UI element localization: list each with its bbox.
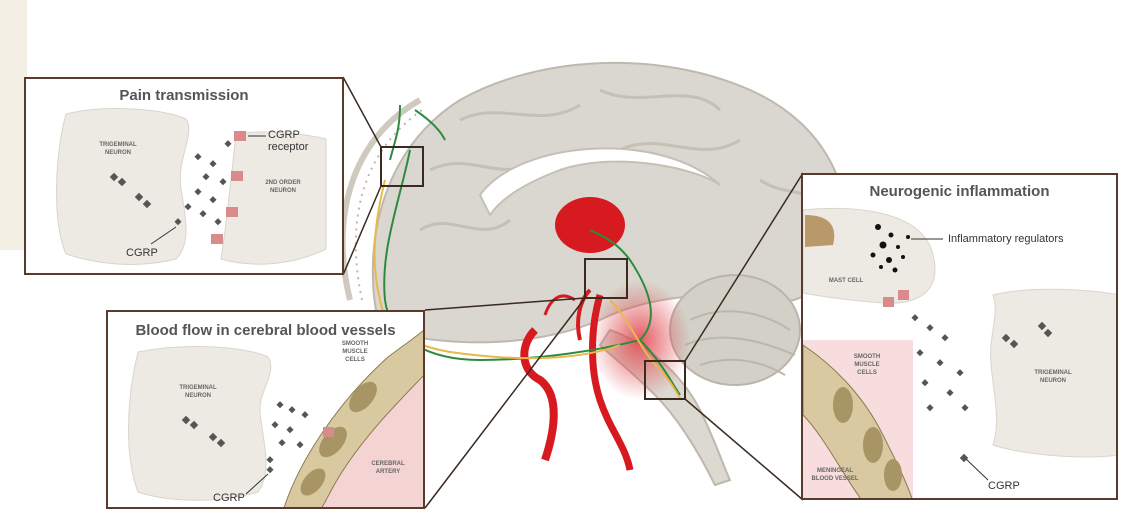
- pain-cgrp-label: CGRP: [126, 247, 158, 259]
- meningeal-vessel-label: MENINGEAL BLOOD VESSEL: [811, 467, 859, 483]
- blood-panel-graphic: [108, 312, 425, 509]
- blood-panel-title: Blood flow in cerebral blood vessels: [108, 322, 423, 339]
- blood-cgrp-label: CGRP: [213, 492, 245, 504]
- neuro-panel-graphic: [803, 175, 1118, 500]
- blood-trigeminal-label: TRIGEMINAL NEURON: [168, 384, 228, 400]
- neuro-panel-title: Neurogenic inflammation: [803, 183, 1116, 200]
- pain-panel-title: Pain transmission: [26, 87, 342, 104]
- neuro-cgrp-label: CGRP: [988, 480, 1020, 492]
- blood-smooth-label: SMOOTH MUSCLE CELLS: [333, 340, 377, 364]
- pain-trigeminal-label: TRIGEMINAL NEURON: [88, 141, 148, 157]
- blood-flow-panel: Blood flow in cerebral blood vessels TRI…: [106, 310, 425, 509]
- pain-panel-graphic: [26, 79, 344, 275]
- inflammatory-regulators-label: Inflammatory regulators: [948, 233, 1064, 245]
- neurogenic-inflammation-panel: Neurogenic inflammation Inflammatory reg…: [801, 173, 1118, 500]
- neuro-trigeminal-label: TRIGEMINAL NEURON: [1023, 369, 1083, 385]
- neuro-smooth-label: SMOOTH MUSCLE CELLS: [845, 353, 889, 377]
- pain-transmission-panel: Pain transmission TRIGEMINAL NEURON 2ND …: [24, 77, 344, 275]
- pain-receptor-label: CGRP receptor: [268, 129, 328, 153]
- pain-second-order-label: 2ND ORDER NEURON: [258, 179, 308, 195]
- mast-cell-label: MAST CELL: [821, 277, 871, 285]
- cerebral-artery-label: CEREBRAL ARTERY: [366, 460, 410, 476]
